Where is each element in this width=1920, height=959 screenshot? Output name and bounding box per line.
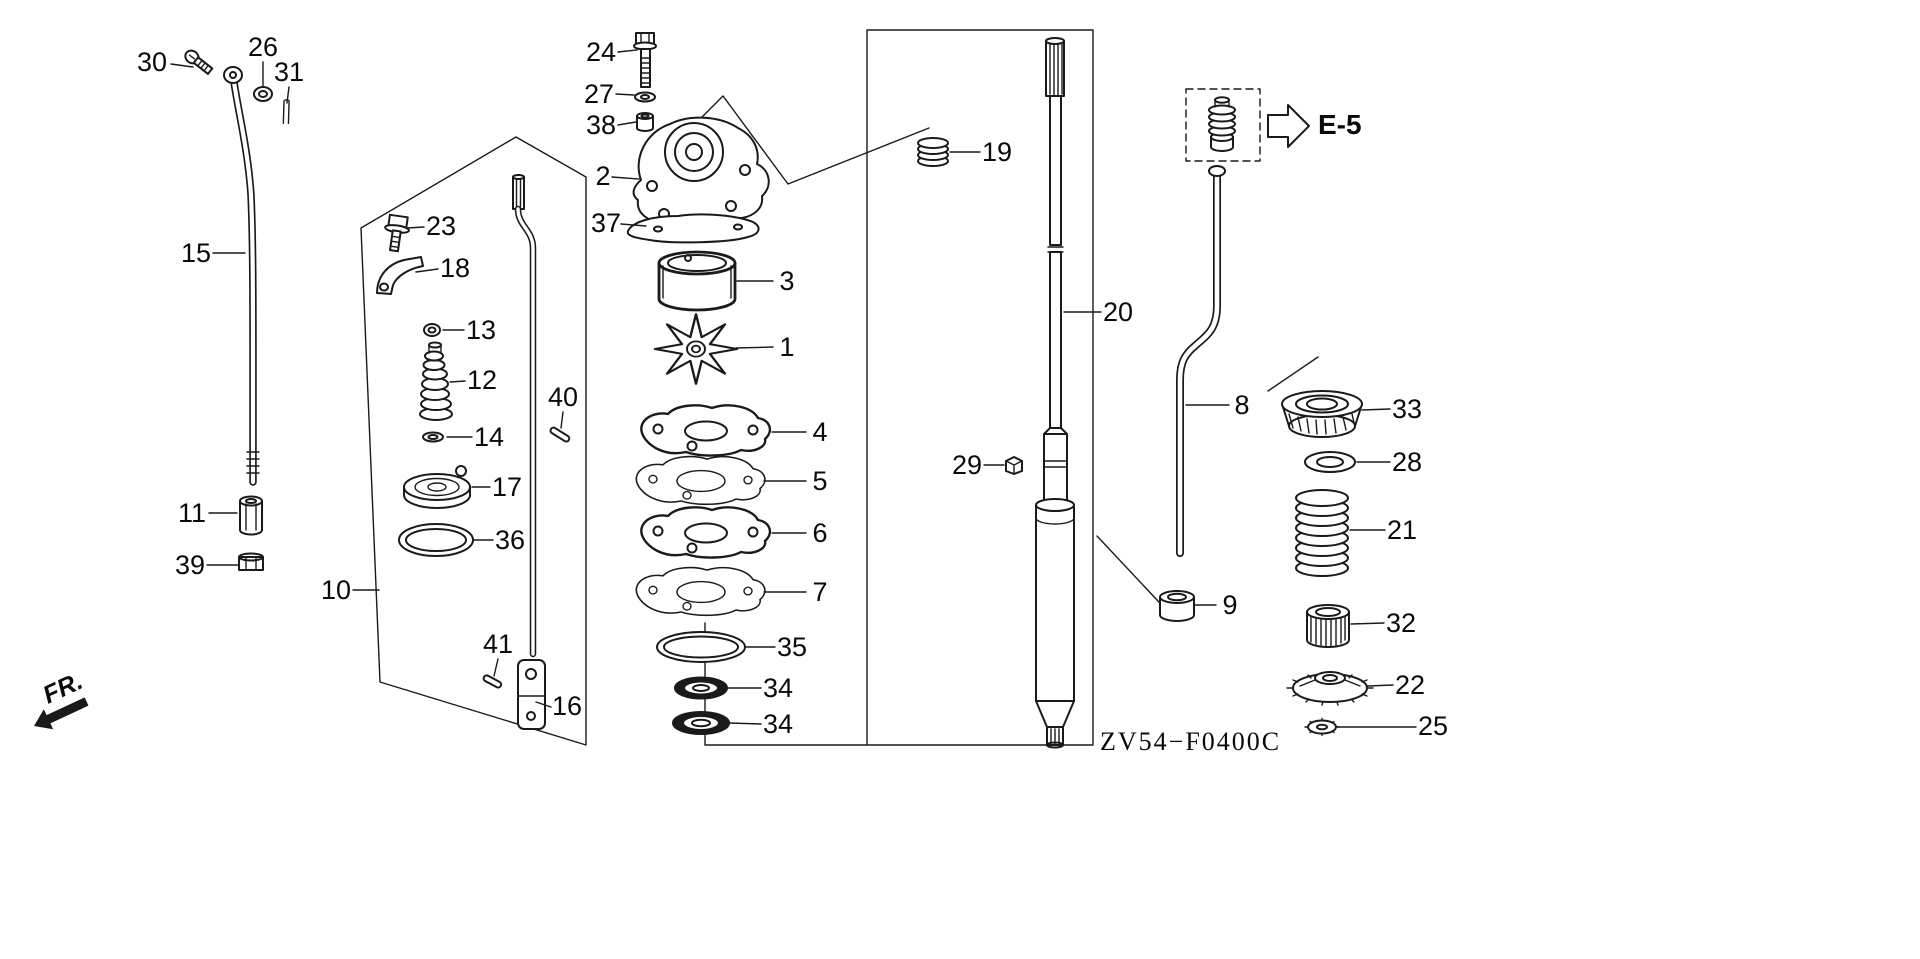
diagram-code: ZV54−F0400C — [1100, 727, 1281, 756]
callout-35[interactable]: 35 — [777, 632, 807, 662]
front-direction-marker: FR. — [34, 667, 89, 730]
part-29-clip — [1005, 456, 1023, 475]
part-34-seal-lower — [672, 711, 730, 735]
callout-23[interactable]: 23 — [426, 211, 456, 241]
part-6-plate — [640, 506, 772, 559]
part-22-gear — [1286, 671, 1374, 706]
callout-22[interactable]: 22 — [1395, 670, 1425, 700]
part-18-bracket — [376, 256, 424, 295]
part-20-driveshaft — [1035, 37, 1075, 749]
part-8-shift-rod — [1176, 165, 1226, 557]
e5-reference-group: E-5 — [1185, 88, 1362, 162]
callout-34-lower[interactable]: 34 — [763, 709, 793, 739]
callout-9[interactable]: 9 — [1222, 590, 1237, 620]
part-15-rod — [223, 66, 260, 486]
callout-10[interactable]: 10 — [321, 575, 351, 605]
part-24-bolt — [633, 32, 657, 88]
callout-24[interactable]: 24 — [586, 37, 616, 67]
part-2-pump-housing — [632, 116, 770, 228]
part-12-mount-rubber — [419, 341, 453, 421]
callout-7[interactable]: 7 — [812, 577, 827, 607]
part-27-washer — [634, 91, 656, 103]
part-37-pump-plate — [626, 213, 760, 244]
part-40-pin — [549, 426, 571, 443]
front-arrow-icon — [34, 697, 89, 730]
e5-dashed-box — [1185, 88, 1261, 162]
part-31-cotter-pin — [282, 99, 290, 125]
callout-40[interactable]: 40 — [548, 382, 578, 412]
part-4-plate — [640, 404, 772, 457]
callout-29[interactable]: 29 — [952, 450, 982, 480]
callout-12[interactable]: 12 — [467, 365, 497, 395]
part-36-o-ring — [398, 523, 474, 557]
part-1-impeller — [653, 313, 739, 385]
callout-20[interactable]: 20 — [1103, 297, 1133, 327]
part-38-collar — [636, 112, 654, 132]
part-41-pin — [482, 674, 503, 689]
callout-labels: 30 26 31 15 11 39 23 18 13 12 14 17 36 1… — [137, 32, 1448, 741]
callout-4[interactable]: 4 — [812, 417, 827, 447]
part-39-nut — [238, 552, 264, 571]
leader-lines — [170, 49, 1417, 728]
callout-39[interactable]: 39 — [175, 550, 205, 580]
callout-33[interactable]: 33 — [1392, 394, 1422, 424]
callout-21[interactable]: 21 — [1387, 515, 1417, 545]
callout-19[interactable]: 19 — [982, 137, 1012, 167]
part-11-spacer — [239, 495, 263, 536]
callout-41[interactable]: 41 — [483, 629, 513, 659]
callout-26[interactable]: 26 — [248, 32, 278, 62]
callout-32[interactable]: 32 — [1386, 608, 1416, 638]
part-9-bushing — [1159, 590, 1195, 622]
part-30-screw — [184, 49, 214, 75]
callout-27[interactable]: 27 — [584, 79, 614, 109]
part-19-seal-ring — [917, 137, 949, 167]
callout-14[interactable]: 14 — [474, 422, 504, 452]
callout-30[interactable]: 30 — [137, 47, 167, 77]
callout-37[interactable]: 37 — [591, 208, 621, 238]
group-box-center — [704, 29, 1094, 746]
part-25-pinion-nut — [1304, 717, 1340, 737]
e5-reference-label[interactable]: E-5 — [1318, 109, 1362, 140]
callout-2[interactable]: 2 — [595, 161, 610, 191]
part-17-base-cup — [403, 465, 471, 509]
part-28-washer — [1304, 451, 1356, 473]
callout-3[interactable]: 3 — [779, 266, 794, 296]
e5-arrow-icon — [1267, 104, 1310, 148]
part-32-needle-bearing — [1306, 604, 1350, 648]
part-35-o-ring — [656, 631, 746, 663]
callout-34-upper[interactable]: 34 — [763, 673, 793, 703]
part-7-gasket — [635, 566, 766, 617]
callout-13[interactable]: 13 — [466, 315, 496, 345]
callout-36[interactable]: 36 — [495, 525, 525, 555]
callout-11[interactable]: 11 — [178, 498, 206, 528]
part-10-shift-shaft — [512, 174, 537, 658]
callout-16[interactable]: 16 — [552, 691, 582, 721]
part-26-washer — [253, 86, 273, 102]
callout-18[interactable]: 18 — [440, 253, 470, 283]
part-5-gasket — [635, 455, 766, 506]
callout-5[interactable]: 5 — [812, 466, 827, 496]
group-box-10 — [360, 136, 587, 746]
part-21-spring — [1295, 489, 1349, 577]
callout-28[interactable]: 28 — [1392, 447, 1422, 477]
callout-31[interactable]: 31 — [274, 57, 304, 87]
callout-15[interactable]: 15 — [181, 238, 211, 268]
part-16-bracket-arm — [517, 659, 546, 730]
part-3-pump-liner — [657, 250, 737, 312]
part-33-bearing — [1281, 390, 1363, 438]
callout-17[interactable]: 17 — [492, 472, 522, 502]
part-23-bolt — [384, 213, 410, 253]
part-14-washer — [422, 431, 444, 443]
part-13-washer — [423, 323, 441, 337]
callout-25[interactable]: 25 — [1418, 711, 1448, 741]
callout-1[interactable]: 1 — [779, 332, 794, 362]
e5-grommet-part — [1208, 96, 1236, 152]
callout-38[interactable]: 38 — [586, 110, 616, 140]
callout-6[interactable]: 6 — [812, 518, 827, 548]
group-box-right-corner — [1267, 356, 1319, 392]
callout-8[interactable]: 8 — [1234, 390, 1249, 420]
part-34-seal-upper — [674, 676, 728, 700]
